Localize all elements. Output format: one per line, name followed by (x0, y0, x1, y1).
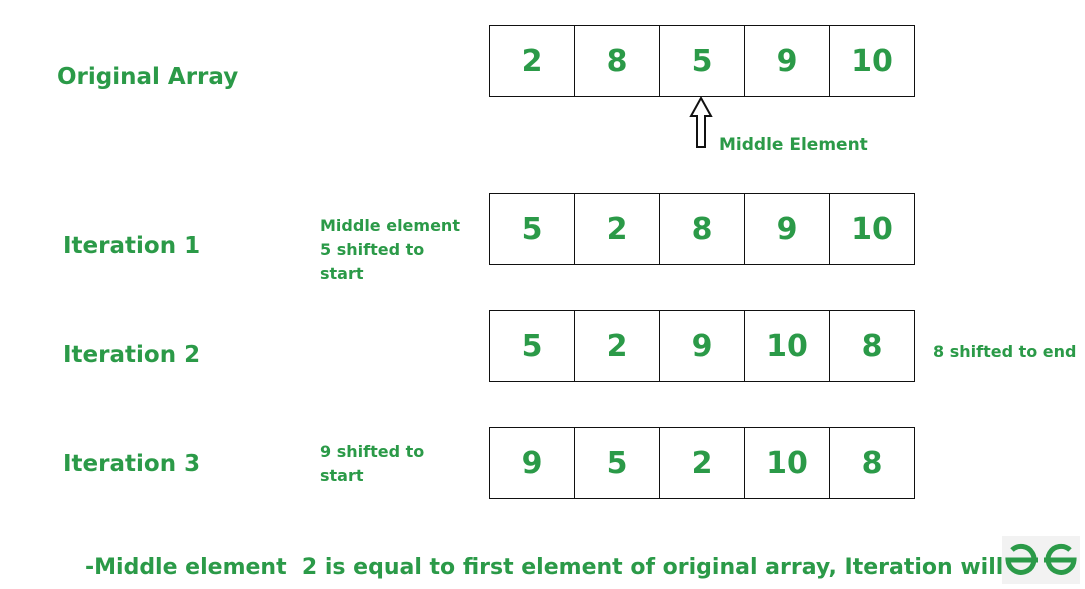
array-cell: 5 (490, 311, 575, 381)
row-label-iteration-2: Iteration 2 (63, 342, 201, 368)
array-cell: 9 (745, 26, 830, 96)
array-iteration-2: 5 2 9 10 8 (489, 310, 915, 382)
array-iteration-1: 5 2 8 9 10 (489, 193, 915, 265)
array-cell: 8 (861, 328, 883, 364)
up-arrow-icon (689, 96, 713, 148)
array-cell: 5 (575, 428, 660, 498)
array-cell: 9 (490, 428, 575, 498)
row-label-iteration-1: Iteration 1 (63, 233, 201, 259)
array-cell: 10 (745, 428, 830, 498)
array-cell: 10 (851, 43, 893, 79)
array-cell: 10 (745, 311, 830, 381)
array-cell: 8 (660, 194, 745, 264)
array-iteration-3: 9 5 2 10 8 (489, 427, 915, 499)
iteration-3-note: 9 shifted to start (320, 442, 425, 485)
iteration-1-note: Middle element 5 shifted to start (320, 216, 460, 283)
geeksforgeeks-logo-icon (1002, 536, 1080, 584)
middle-element-label: Middle Element (719, 135, 868, 155)
array-cell: 8 (575, 26, 660, 96)
array-cell: 2 (575, 194, 660, 264)
array-cell: 5 (660, 26, 745, 96)
array-cell: 2 (490, 26, 575, 96)
array-cell: 8 (861, 445, 883, 481)
array-cell: 10 (851, 211, 893, 247)
iteration-2-note: 8 shifted to end (933, 342, 1077, 361)
array-cell: 9 (660, 311, 745, 381)
array-original: 2 8 5 9 10 (489, 25, 915, 97)
row-label-original-array: Original Array (57, 64, 239, 90)
array-cell: 9 (745, 194, 830, 264)
array-cell: 5 (490, 194, 575, 264)
row-label-iteration-3: Iteration 3 (63, 451, 201, 477)
array-cell: 2 (575, 311, 660, 381)
conclusion-text: -Middle element 2 is equal to first elem… (85, 555, 1074, 580)
array-cell: 2 (660, 428, 745, 498)
